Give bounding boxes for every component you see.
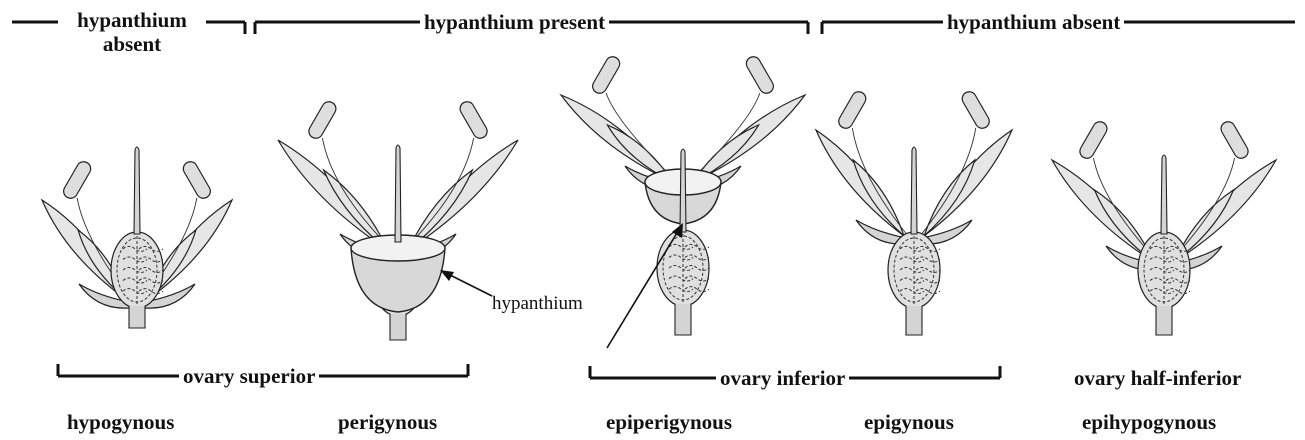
anther-left: [1077, 119, 1109, 161]
flower-name-hypogynous: hypogynous: [63, 410, 178, 434]
anther-left: [590, 54, 622, 96]
label-ovary-superior: ovary superior: [179, 364, 319, 388]
label-hypanthium-callout: hypanthium: [492, 293, 583, 315]
anther-right: [458, 99, 490, 141]
pedicel: [675, 304, 691, 335]
pedicel: [390, 314, 406, 340]
anther-left: [61, 159, 93, 201]
style: [911, 147, 917, 234]
flower-epiperigynous: [561, 54, 805, 335]
style: [395, 145, 401, 242]
anther-right: [744, 54, 776, 96]
flower-name-epihypogynous: epihypogynous: [1078, 410, 1220, 434]
label-ovary-inferior: ovary inferior: [716, 366, 849, 390]
label-hypanthium-absent-left: hypanthium absent: [58, 8, 206, 56]
anther-right: [1218, 119, 1250, 161]
pedicel: [1156, 306, 1172, 335]
style: [680, 149, 686, 232]
flower-name-perigynous: perigynous: [334, 410, 441, 434]
anther-left: [306, 99, 338, 141]
label-hypanthium-absent-right: hypanthium absent: [943, 10, 1124, 34]
style: [134, 147, 140, 234]
flower-epigynous: [816, 89, 1012, 335]
label-ovary-half-inferior: ovary half-inferior: [1070, 366, 1245, 390]
label-hypanthium-present: hypanthium present: [420, 10, 609, 34]
flower-name-epiperigynous: epiperigynous: [602, 410, 736, 434]
callout-arrows: [440, 223, 683, 348]
anther-right: [960, 89, 992, 131]
flower-perigynous: [278, 99, 518, 340]
anther-right: [181, 159, 213, 201]
flower-name-epigynous: epigynous: [860, 410, 958, 434]
style: [1161, 155, 1167, 234]
anther-left: [836, 89, 868, 131]
flower-hypogynous: [42, 147, 232, 328]
pedicel: [906, 306, 922, 335]
pedicel: [129, 306, 145, 328]
flower-epihypogynous: [1052, 119, 1276, 335]
